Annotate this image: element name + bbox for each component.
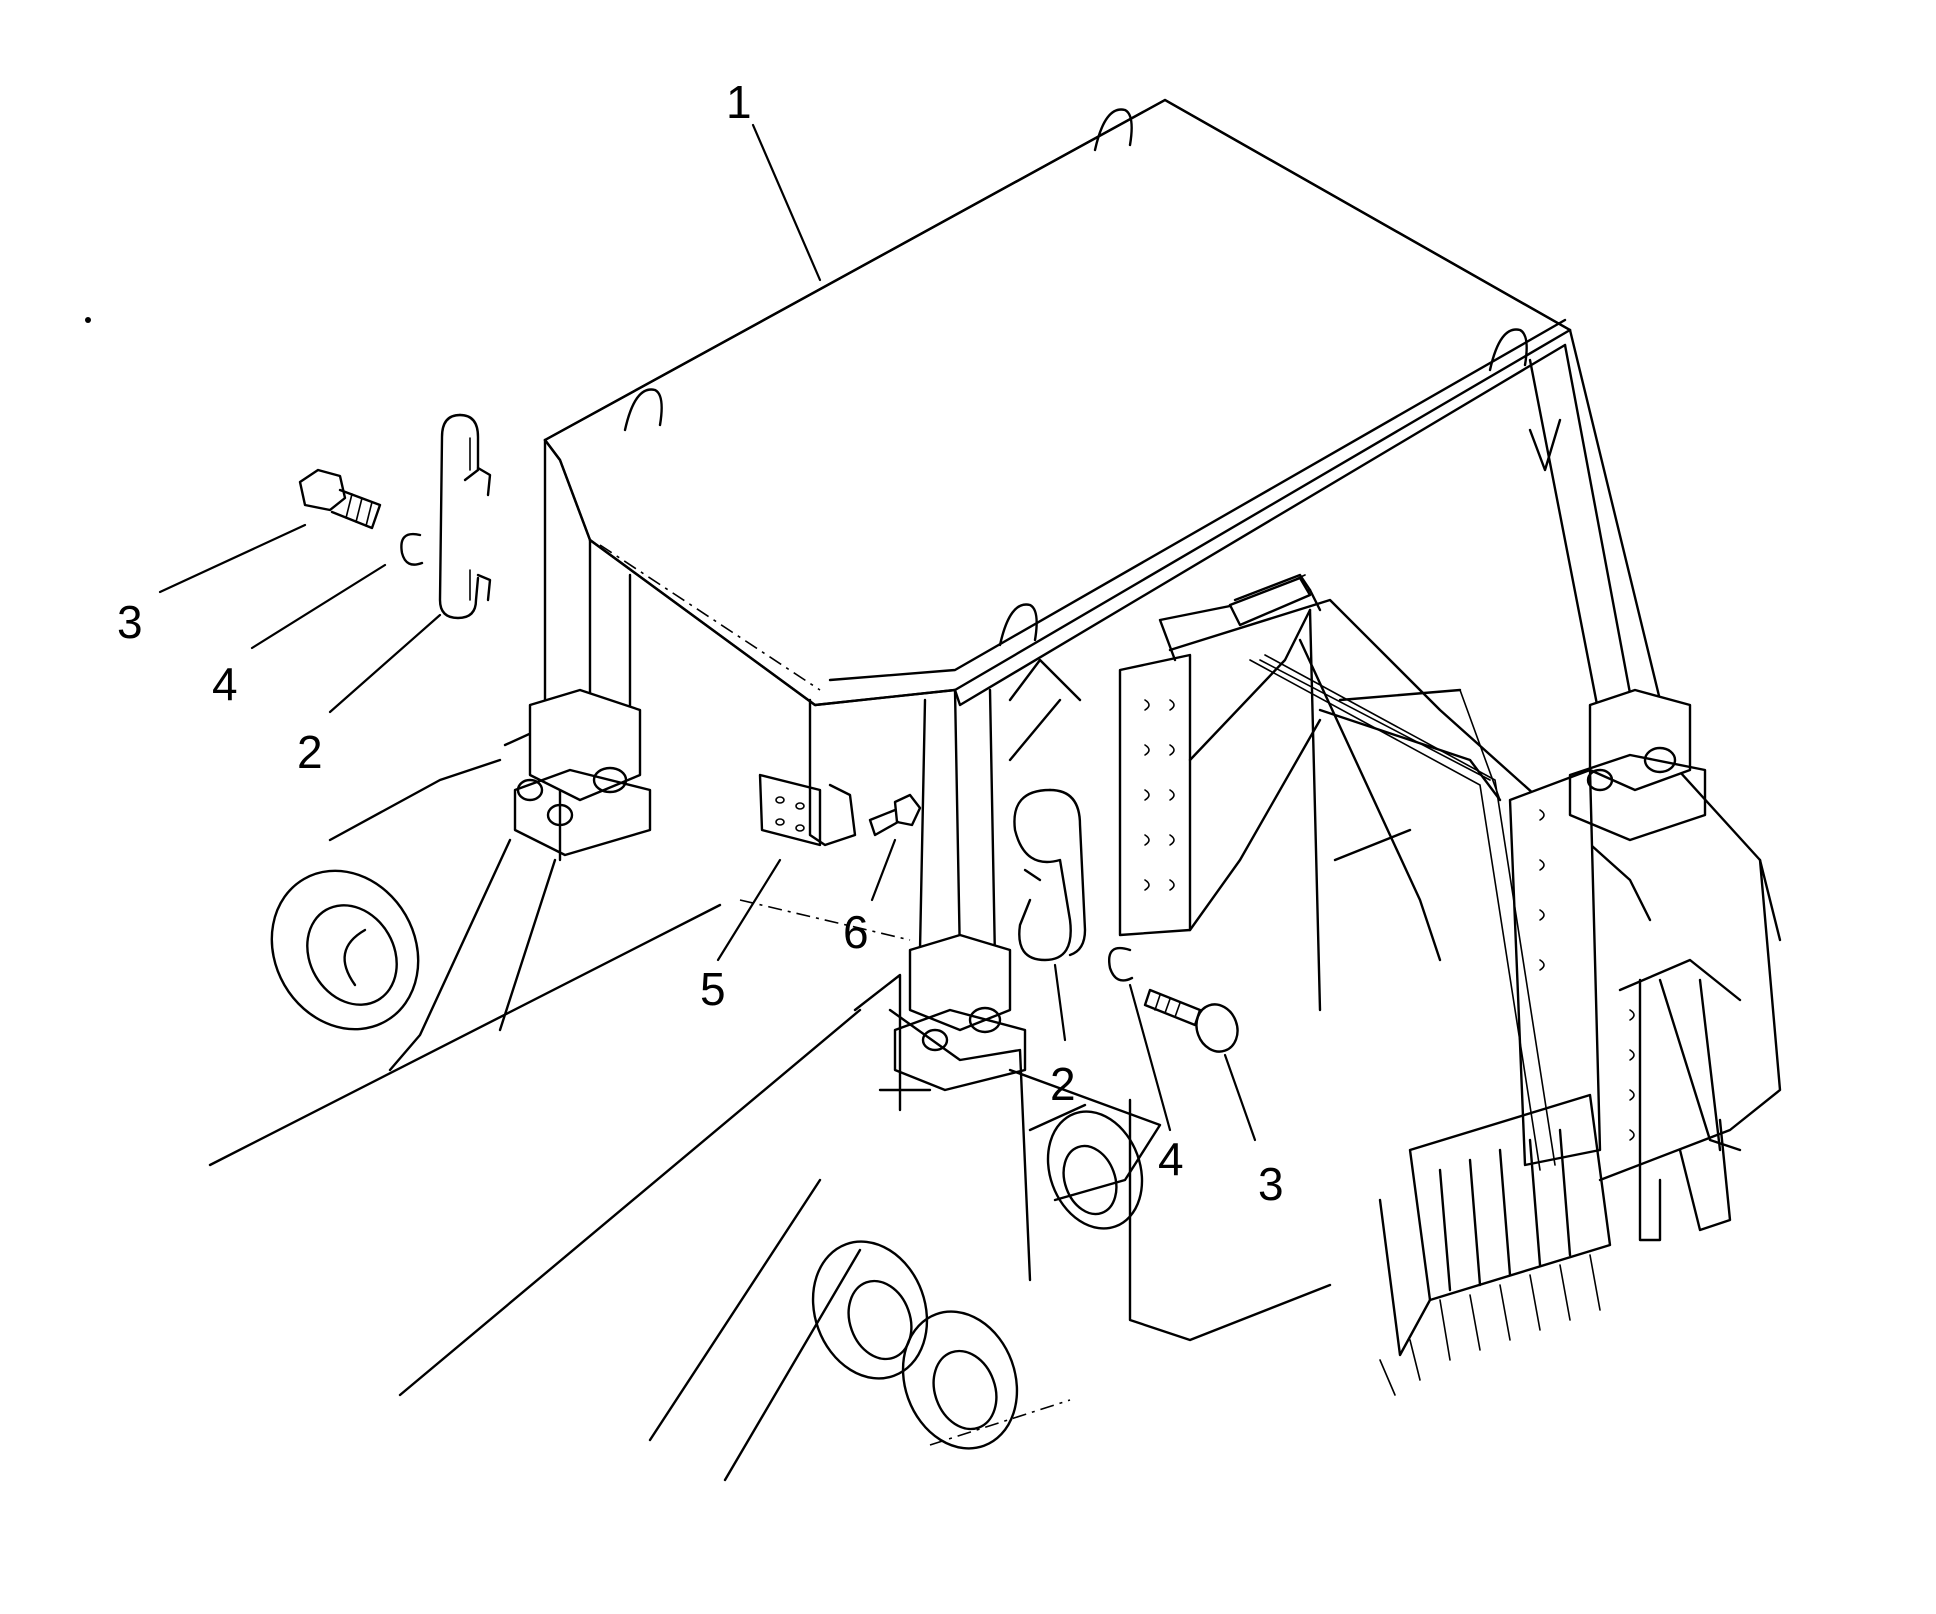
link-clip-left: [438, 413, 492, 620]
callout-3-right: 3: [1258, 1158, 1284, 1210]
callout-4-right: 4: [1158, 1133, 1184, 1185]
comb-grille: [1378, 1093, 1612, 1396]
callout-4-left: 4: [212, 658, 238, 710]
callout-6: 6: [843, 906, 869, 958]
bracket-plate: [758, 698, 857, 847]
front-left-mount: [513, 688, 652, 857]
washer-left: [400, 532, 424, 566]
front-right-mount: [893, 933, 1027, 1092]
canopy-frame: [543, 98, 1662, 1171]
bolt-right: [1143, 988, 1239, 1053]
screw-6: [868, 793, 922, 837]
callout-1: 1: [726, 76, 752, 128]
washer-right: [1108, 946, 1134, 982]
left-pivot-eye: [270, 869, 420, 1031]
rear-right-mount: [1568, 688, 1707, 842]
bolt-left: [298, 468, 382, 530]
lower-rollers: [811, 1240, 1071, 1450]
callout-2-right: 2: [1050, 1058, 1076, 1110]
right-equipment-box: [1118, 573, 1782, 1396]
center-pivot-eye: [1046, 1110, 1144, 1230]
callouts: 1 3 4 2 5 6 2 4 3: [117, 76, 1284, 1210]
callout-3-left: 3: [117, 596, 143, 648]
callout-5: 5: [700, 963, 726, 1015]
link-clip-right: [1013, 788, 1087, 962]
callout-2-left: 2: [297, 726, 323, 778]
stray-mark: [85, 317, 91, 323]
leader-lines: [158, 123, 1257, 1142]
